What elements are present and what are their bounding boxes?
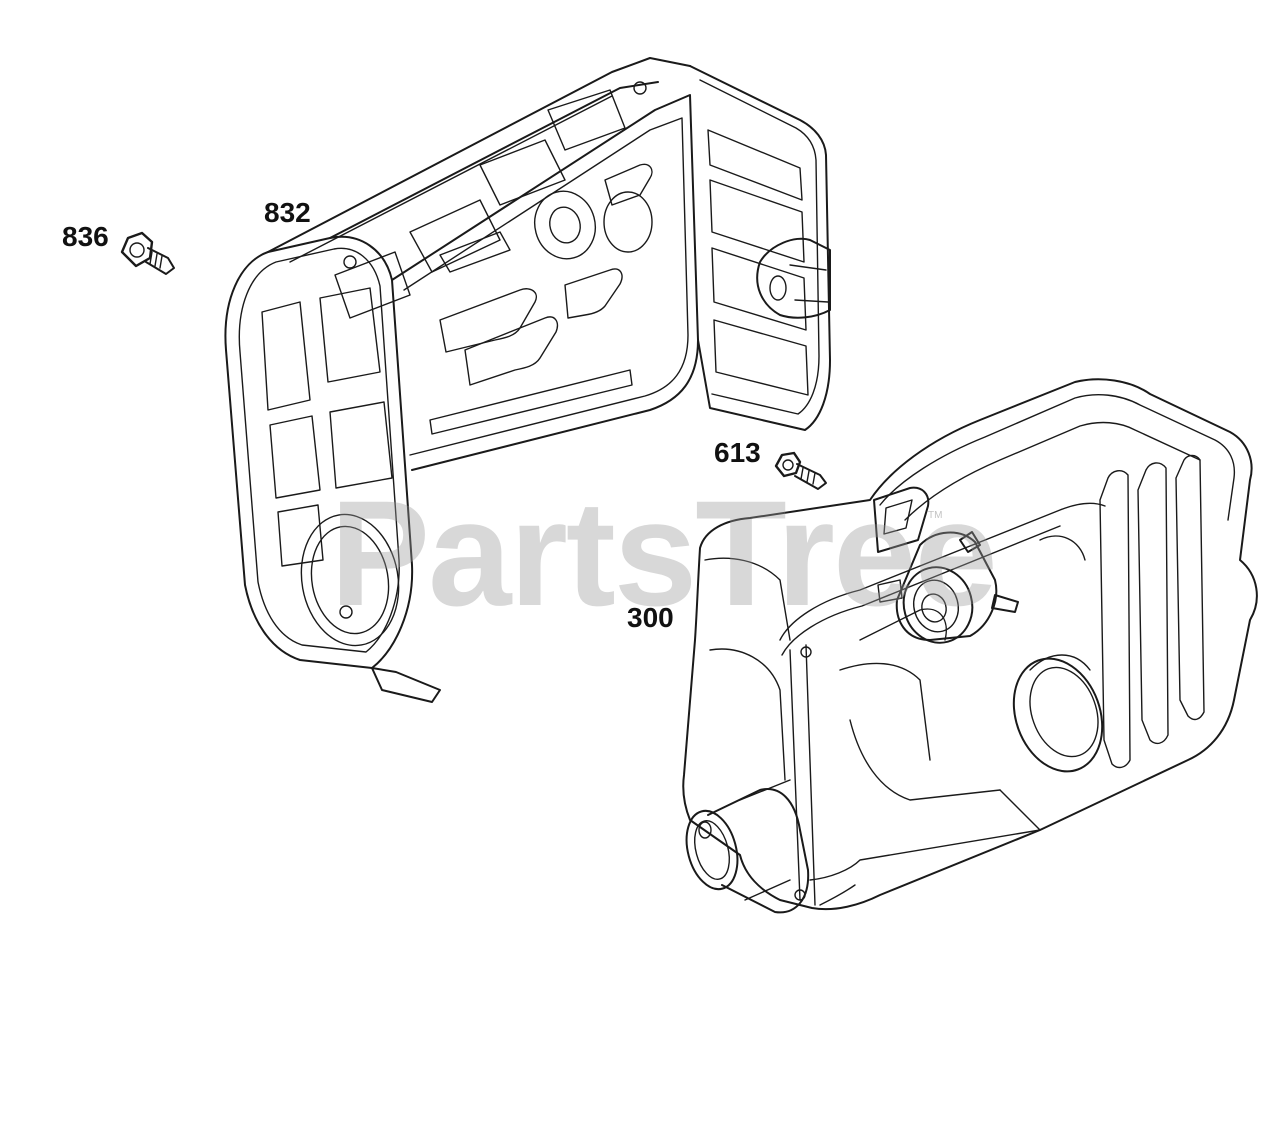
bolt-613-drawing bbox=[774, 451, 827, 490]
bolt-836-drawing bbox=[120, 231, 175, 275]
trademark-symbol: TM bbox=[928, 510, 943, 521]
callout-613: 613 bbox=[714, 437, 761, 468]
callout-832: 832 bbox=[264, 197, 311, 228]
muffler-300-drawing bbox=[682, 378, 1258, 914]
parts-tree-watermark: PartsTree bbox=[330, 469, 998, 637]
callout-300: 300 bbox=[627, 602, 674, 633]
callout-836: 836 bbox=[62, 221, 109, 252]
muffler-guard-832-drawing bbox=[224, 57, 831, 703]
